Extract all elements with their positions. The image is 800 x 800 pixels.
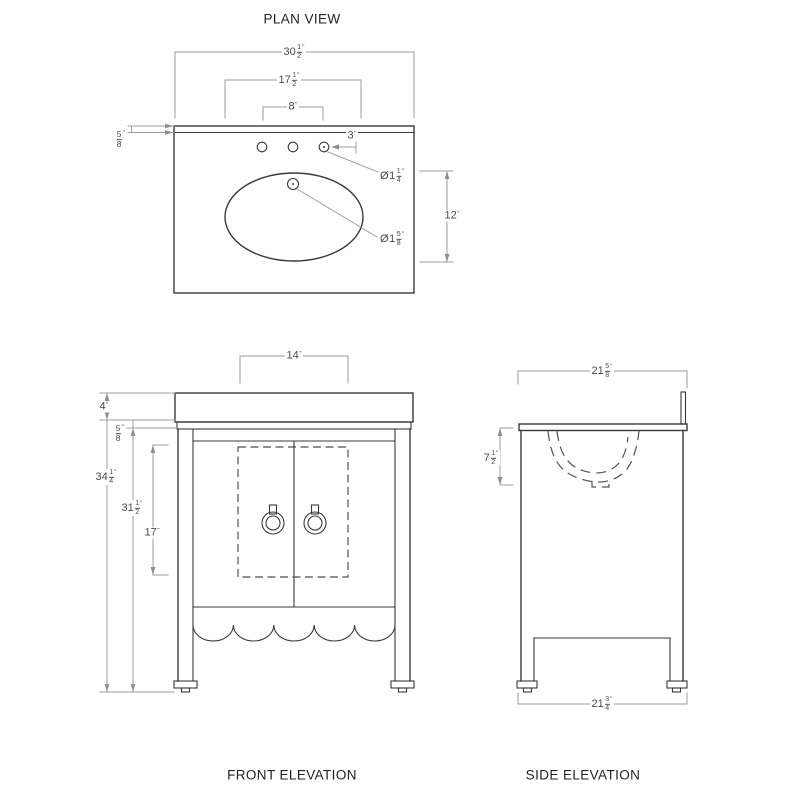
front-scalloped-apron: [192, 624, 396, 642]
side-sink-bowl-outer: [547, 430, 640, 483]
plan-view-title: PLAN VIEW: [261, 11, 343, 27]
plan-faucet-hole-right: [318, 141, 330, 153]
front-left-foot: [173, 680, 198, 689]
side-dim-bowl-depth-line: [499, 427, 514, 486]
side-sink-drain-stub: [591, 480, 610, 488]
plan-leader-faucet-dia: [327, 151, 379, 173]
plan-faucet-hole-center: [287, 141, 299, 153]
side-backsplash: [680, 391, 687, 425]
plan-countertop-outline: [173, 125, 415, 294]
front-right-foot: [390, 680, 415, 689]
front-right-ring-pull: [303, 504, 327, 535]
dim-plan-faucet-spread: 8": [287, 100, 299, 113]
dim-front-door-panel-height: 17": [142, 526, 162, 539]
front-elevation-title: FRONT ELEVATION: [225, 767, 359, 783]
plan-drain-hole: [286, 177, 300, 191]
plan-leader-drain-dia: [296, 188, 378, 238]
plan-faucet-hole-left: [256, 141, 268, 153]
plan-sink-basin: [224, 172, 364, 262]
front-elevation-linework: [99, 355, 415, 693]
side-elevation-title: SIDE ELEVATION: [523, 767, 643, 783]
front-backsplash-band: [174, 392, 414, 423]
front-left-ring-pull: [261, 504, 285, 535]
side-sink-bowl-inner: [556, 430, 629, 474]
side-back-foot: [666, 680, 688, 689]
side-elevation-linework: [497, 370, 688, 705]
dim-front-door-panel-width: 14": [284, 349, 304, 362]
dim-plan-hole-offset: 3": [346, 129, 358, 142]
front-door-panel-dashed: [237, 446, 349, 578]
front-counter-slab: [176, 421, 412, 430]
side-counter-slab: [518, 423, 688, 432]
dim-plan-sink-cutout-depth: 12": [442, 209, 462, 222]
side-front-foot: [516, 680, 538, 689]
dim-front-backsplash-height: 4": [98, 400, 110, 413]
